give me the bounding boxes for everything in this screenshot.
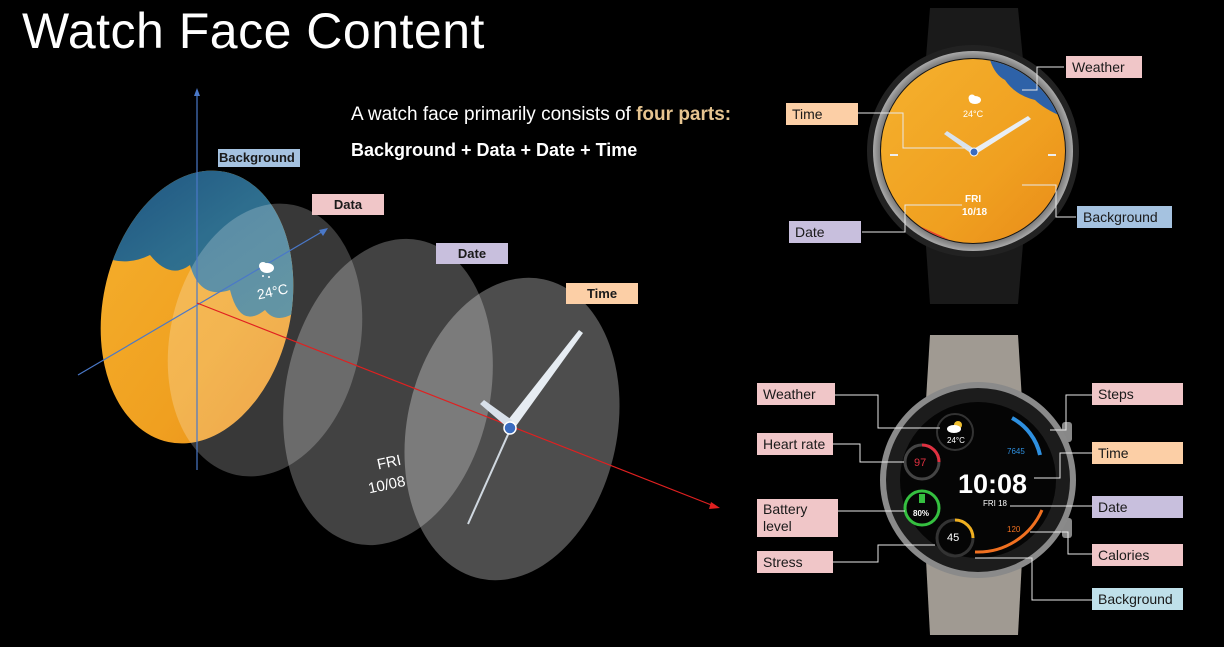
- watch1-date: 10/18: [962, 207, 987, 218]
- label-time-w2: Time: [1092, 442, 1183, 464]
- x-axis: [196, 302, 715, 507]
- watch2-date: FRI 18: [983, 499, 1008, 508]
- watch1-leaders: [858, 66, 1076, 233]
- watch2-leaders: [833, 394, 1092, 601]
- label-weather-w2: Weather: [757, 383, 835, 405]
- label-background-exploded: Background: [218, 149, 300, 167]
- intro-prefix: A watch face primarily consists of: [351, 104, 637, 125]
- label-calories-w2: Calories: [1092, 544, 1183, 566]
- watch-2: 97 80% 45 24°C 7645 10:08 FRI 18 120: [880, 335, 1076, 635]
- z-axis: [77, 229, 326, 376]
- watch2-heart: 97: [914, 457, 926, 469]
- label-stress-w2: Stress: [757, 551, 833, 573]
- label-heart-rate-w2: Heart rate: [757, 433, 833, 455]
- label-steps-w2: Steps: [1092, 383, 1183, 405]
- watch-1: 24°C FRI 10/18: [867, 8, 1079, 304]
- watch2-time: 10:08: [958, 469, 1027, 499]
- label-time-exploded: Time: [566, 283, 638, 304]
- label-date-w1: Date: [789, 221, 861, 243]
- exploded-clock-hands: [467, 330, 583, 525]
- label-weather-w1: Weather: [1066, 56, 1142, 78]
- watch2-stress: 45: [947, 532, 959, 544]
- intro-text: A watch face primarily consists of four …: [351, 104, 731, 126]
- exploded-day: FRI: [376, 452, 403, 474]
- watch2-battery: 80%: [913, 509, 929, 518]
- intro-highlight: four parts:: [636, 104, 732, 125]
- data-layer: [167, 203, 363, 477]
- label-date-w2: Date: [1092, 496, 1183, 518]
- label-date-exploded: Date: [436, 243, 508, 264]
- page-title: Watch Face Content: [22, 3, 485, 59]
- exploded-temp: 24°C: [256, 280, 290, 302]
- watch1-day: FRI: [965, 194, 981, 205]
- watch2-temp: 24°C: [947, 436, 965, 445]
- weather-icon: [947, 421, 962, 433]
- label-battery-w2: Battery level: [757, 499, 838, 537]
- label-background-w1: Background: [1077, 206, 1172, 228]
- cloud-icon: [968, 94, 981, 104]
- label-data-exploded: Data: [312, 194, 384, 215]
- watch2-steps: 7645: [1007, 447, 1025, 456]
- date-layer: [283, 238, 493, 546]
- watch1-temp: 24°C: [963, 109, 984, 119]
- formula-text: Background + Data + Date + Time: [351, 140, 638, 160]
- label-time-w1: Time: [786, 103, 858, 125]
- cloud-snow-icon: [259, 262, 274, 278]
- battery-icon: [919, 494, 925, 503]
- watch2-calories: 120: [1007, 525, 1021, 534]
- label-background-w2: Background: [1092, 588, 1183, 610]
